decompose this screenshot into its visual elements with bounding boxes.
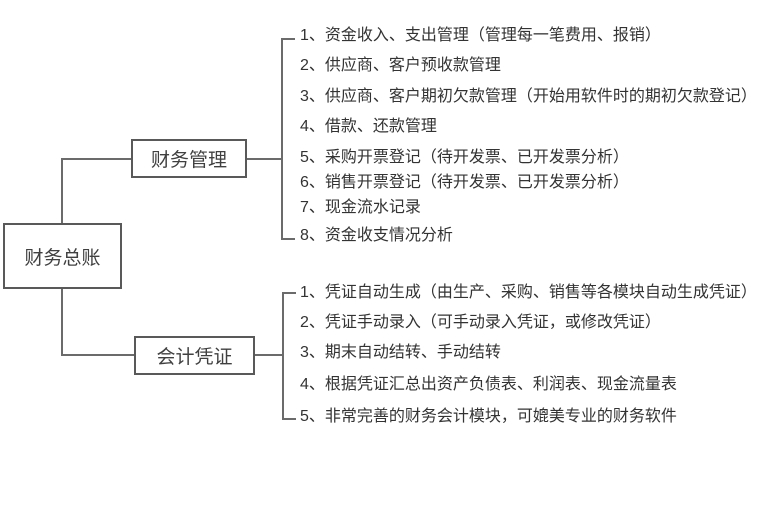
- branch-0-item-2: 2、供应商、客户预收款管理: [300, 57, 501, 74]
- branch-0-item-4: 4、借款、还款管理: [300, 118, 437, 135]
- branch-0-item-3: 3、供应商、客户期初欠款管理（开始用软件时的期初欠款登记）: [300, 88, 757, 105]
- branch-0-item-5: 5、采购开票登记（待开发票、已开发票分析）: [300, 149, 629, 166]
- branch-1-item-2: 2、凭证手动录入（可手动录入凭证，或修改凭证）: [300, 314, 661, 331]
- connector-root-to-branch-voucher: [61, 289, 134, 356]
- bracket-branch-finance: [281, 38, 295, 240]
- node-branch-financial-management-label: 财务管理: [150, 150, 227, 171]
- branch-0-item-1: 1、资金收入、支出管理（管理每一笔费用、报销）: [300, 27, 661, 44]
- bracket-branch-voucher: [282, 292, 296, 420]
- connector-root-to-branch-finance: [61, 158, 131, 223]
- node-branch-accounting-voucher-label: 会计凭证: [156, 347, 233, 368]
- node-root-label: 财务总账: [24, 247, 101, 269]
- branch-1-item-4: 4、根据凭证汇总出资产负债表、利润表、现金流量表: [300, 376, 677, 393]
- branch-1-item-3: 3、期末自动结转、手动结转: [300, 344, 501, 361]
- branch-0-item-7: 7、现金流水记录: [300, 199, 421, 216]
- branch-1-item-5: 5、非常完善的财务会计模块，可媲美专业的财务软件: [300, 408, 677, 425]
- node-branch-financial-management: 财务管理: [131, 139, 247, 178]
- node-root-general-ledger: 财务总账: [3, 223, 122, 289]
- branch-0-item-6: 6、销售开票登记（待开发票、已开发票分析）: [300, 174, 629, 191]
- branch-1-item-1: 1、凭证自动生成（由生产、采购、销售等各模块自动生成凭证）: [300, 284, 757, 301]
- branch-0-item-8: 8、资金收支情况分析: [300, 227, 453, 244]
- node-branch-accounting-voucher: 会计凭证: [134, 336, 255, 375]
